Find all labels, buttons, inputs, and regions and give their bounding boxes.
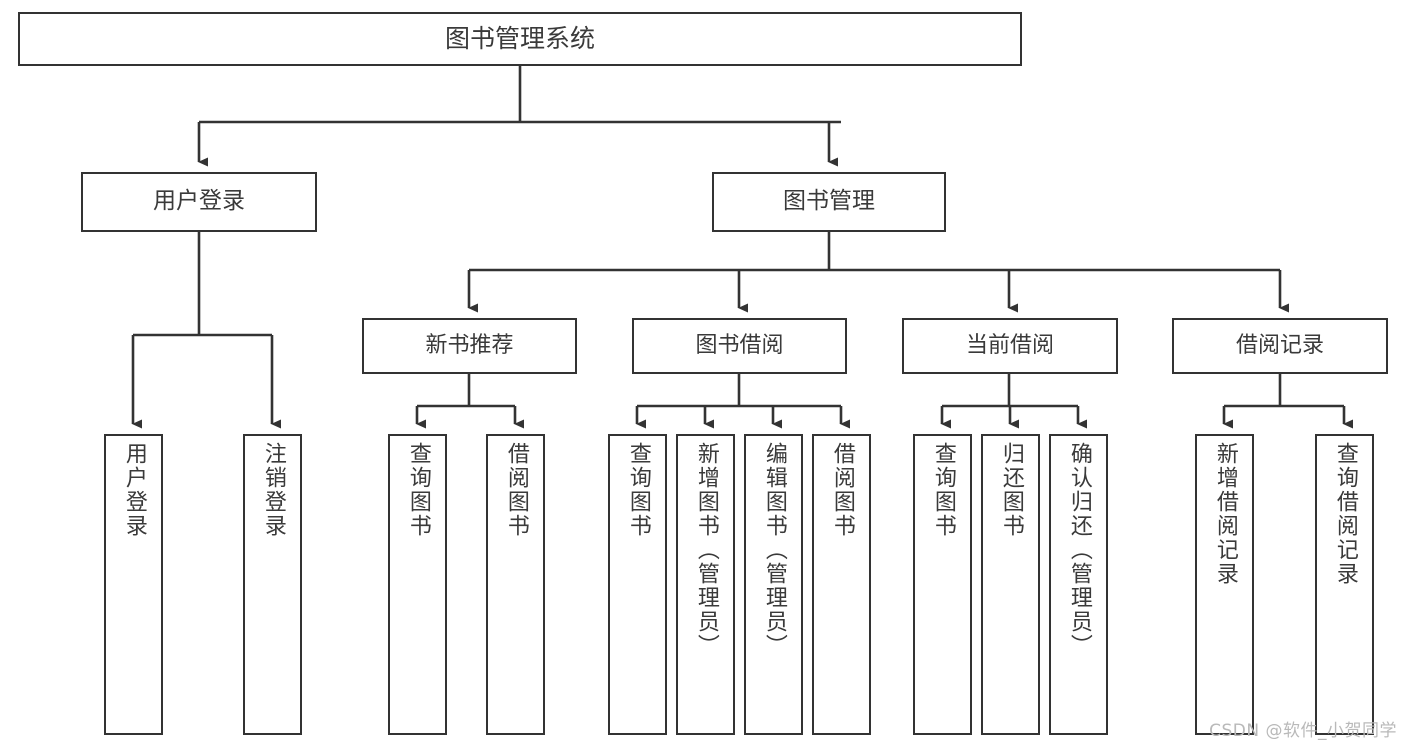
- leaf-current-query-book[interactable]: 查询图书: [913, 434, 972, 735]
- leaf-add-book-admin[interactable]: 新增图书（管理员）: [676, 434, 735, 735]
- node-book-borrow-label: 图书借阅: [695, 332, 784, 358]
- leaf-new-book-borrow[interactable]: 借阅图书: [486, 434, 545, 735]
- leaf-add-borrow-record[interactable]: 新增借阅记录: [1195, 434, 1254, 735]
- leaf-confirm-return-admin-label: 确认归还（管理员）: [1066, 442, 1092, 658]
- leaf-edit-book-admin-label: 编辑图书（管理员）: [761, 442, 787, 658]
- leaf-borrow-query-book-label: 查询图书: [625, 442, 651, 538]
- node-new-book-recommend[interactable]: 新书推荐: [362, 318, 577, 374]
- node-user-login[interactable]: 用户登录: [81, 172, 317, 232]
- leaf-edit-book-admin[interactable]: 编辑图书（管理员）: [744, 434, 803, 735]
- node-borrow-record-label: 借阅记录: [1235, 332, 1324, 358]
- leaf-return-book[interactable]: 归还图书: [981, 434, 1040, 735]
- leaf-return-book-label: 归还图书: [998, 442, 1024, 538]
- leaf-new-book-query-label: 查询图书: [405, 442, 431, 538]
- node-root[interactable]: 图书管理系统: [18, 12, 1022, 66]
- leaf-user-login-label: 用户登录: [121, 442, 147, 538]
- node-root-label: 图书管理系统: [444, 24, 595, 53]
- node-current-borrow-label: 当前借阅: [965, 332, 1054, 358]
- leaf-confirm-return-admin[interactable]: 确认归还（管理员）: [1049, 434, 1108, 735]
- leaf-user-logout[interactable]: 注销登录: [243, 434, 302, 735]
- node-book-borrow[interactable]: 图书借阅: [632, 318, 847, 374]
- leaf-new-book-borrow-label: 借阅图书: [503, 442, 529, 538]
- node-borrow-record[interactable]: 借阅记录: [1172, 318, 1388, 374]
- node-new-book-recommend-label: 新书推荐: [425, 332, 514, 358]
- node-book-management[interactable]: 图书管理: [712, 172, 946, 232]
- node-book-management-label: 图书管理: [783, 188, 875, 215]
- leaf-new-book-query[interactable]: 查询图书: [388, 434, 447, 735]
- leaf-query-borrow-record-label: 查询借阅记录: [1332, 442, 1358, 586]
- leaf-user-login[interactable]: 用户登录: [104, 434, 163, 735]
- leaf-current-query-book-label: 查询图书: [930, 442, 956, 538]
- leaf-lend-book[interactable]: 借阅图书: [812, 434, 871, 735]
- node-current-borrow[interactable]: 当前借阅: [902, 318, 1118, 374]
- leaf-lend-book-label: 借阅图书: [829, 442, 855, 538]
- csdn-watermark: CSDN @软件_小贺同学: [1209, 721, 1397, 741]
- node-user-login-label: 用户登录: [153, 188, 245, 215]
- leaf-add-book-admin-label: 新增图书（管理员）: [693, 442, 719, 658]
- leaf-add-borrow-record-label: 新增借阅记录: [1212, 442, 1238, 586]
- leaf-user-logout-label: 注销登录: [260, 442, 286, 538]
- leaf-query-borrow-record[interactable]: 查询借阅记录: [1315, 434, 1374, 735]
- leaf-borrow-query-book[interactable]: 查询图书: [608, 434, 667, 735]
